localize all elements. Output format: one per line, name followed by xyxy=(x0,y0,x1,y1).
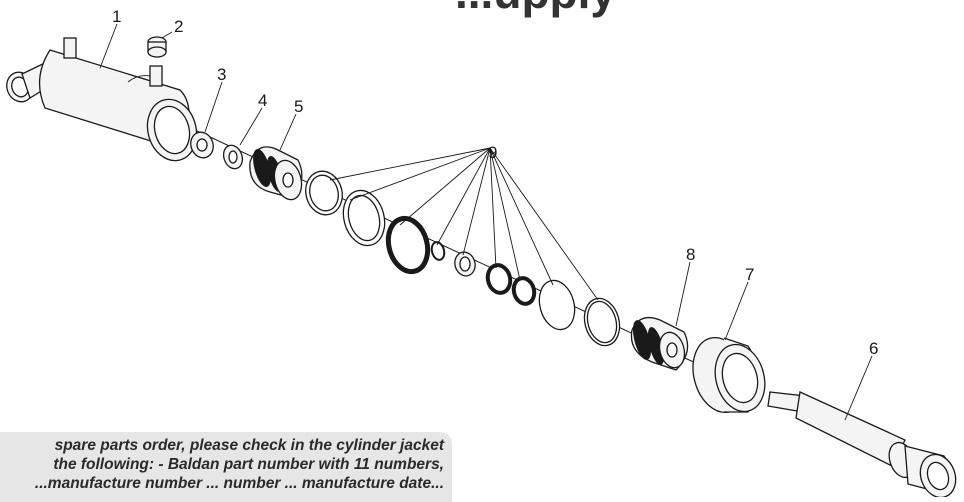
part-5-piston xyxy=(249,146,303,201)
callout-9: 9 xyxy=(488,143,497,162)
callout-8: 8 xyxy=(686,245,695,264)
leader-lines xyxy=(99,23,873,421)
note-line-1: spare parts order, please check in the c… xyxy=(54,437,444,454)
part-8-rod-guide xyxy=(630,316,689,371)
callout-1: 1 xyxy=(112,7,121,26)
part-7-end-cap xyxy=(692,337,766,413)
note-line-3: ...manufacture number ... number ... man… xyxy=(34,475,444,492)
part-2-cap xyxy=(147,36,167,58)
note-line-2: the following: - Baldan part number with… xyxy=(53,456,444,473)
part-6-piston-rod xyxy=(767,391,957,497)
callout-6: 6 xyxy=(869,339,878,358)
part-9-seal-set xyxy=(305,170,621,347)
part-1-cylinder-barrel xyxy=(6,37,198,162)
callout-5: 5 xyxy=(294,97,303,116)
callout-7: 7 xyxy=(745,265,754,284)
part-3-nut xyxy=(190,131,214,159)
header-fragment: ...upply xyxy=(455,0,616,18)
callout-3: 3 xyxy=(217,65,226,84)
callout-2: 2 xyxy=(174,17,183,36)
callout-4: 4 xyxy=(258,91,267,110)
part-4-washer xyxy=(222,144,244,170)
spare-parts-note: spare parts order, please check in the c… xyxy=(0,432,452,502)
